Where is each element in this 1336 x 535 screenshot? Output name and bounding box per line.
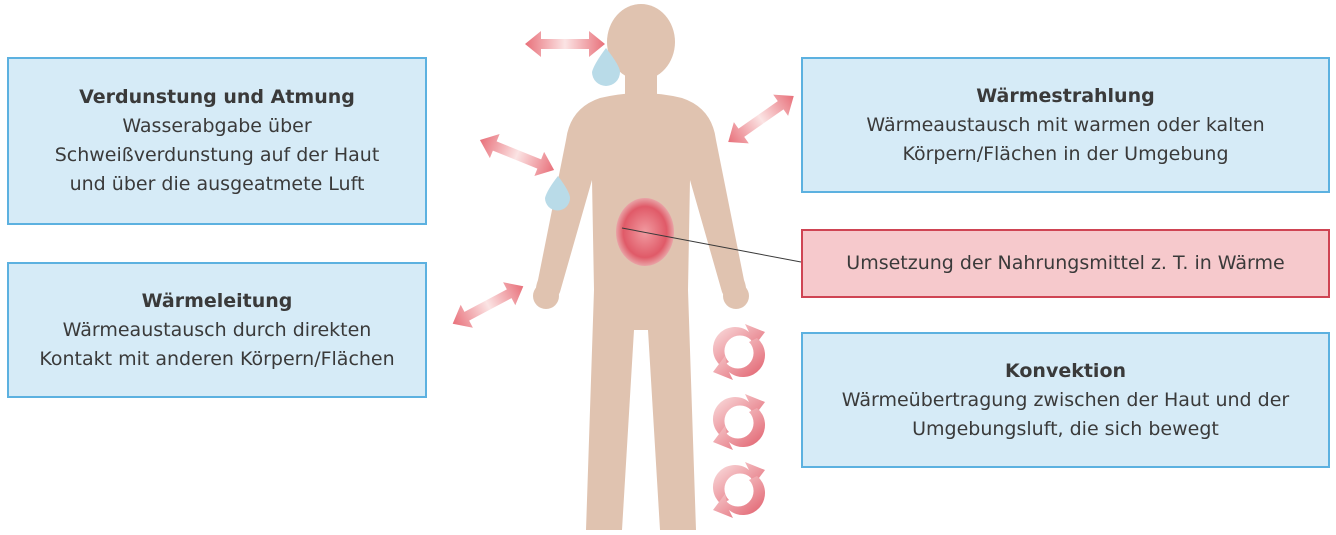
radiation-title: Wärmestrahlung bbox=[803, 82, 1328, 111]
convection-line-2: Umgebungsluft, die sich bewegt bbox=[803, 415, 1328, 444]
metabolism-box: Umsetzung der Nahrungsmittel z. T. in Wä… bbox=[801, 229, 1330, 298]
radiation-line-1: Wärmeaustausch mit warmen oder kalten bbox=[803, 111, 1328, 140]
circular-arrows-icon bbox=[713, 324, 765, 380]
conduction-line-1: Wärmeaustausch durch direkten bbox=[9, 316, 425, 345]
convection-title: Konvektion bbox=[803, 357, 1328, 386]
convection-line-1: Wärmeübertragung zwischen der Haut und d… bbox=[803, 386, 1328, 415]
double-arrow-icon bbox=[525, 31, 605, 57]
human-figure bbox=[533, 4, 749, 530]
double-arrow-icon bbox=[475, 128, 559, 182]
metabolism-text: Umsetzung der Nahrungsmittel z. T. in Wä… bbox=[803, 249, 1328, 278]
conduction-box: Wärmeleitung Wärmeaustausch durch direkt… bbox=[7, 262, 427, 398]
radiation-box: Wärmestrahlung Wärmeaustausch mit warmen… bbox=[801, 57, 1330, 193]
convection-box: Konvektion Wärmeübertragung zwischen der… bbox=[801, 332, 1330, 468]
evaporation-box: Verdunstung und Atmung Wasserabgabe über… bbox=[7, 57, 427, 225]
evaporation-title: Verdunstung und Atmung bbox=[9, 83, 425, 112]
radiation-line-2: Körpern/Flächen in der Umgebung bbox=[803, 140, 1328, 169]
double-arrow-icon bbox=[447, 275, 530, 336]
evaporation-line-3: und über die ausgeatmete Luft bbox=[9, 170, 425, 199]
circular-arrows-icon bbox=[713, 462, 765, 518]
evaporation-line-1: Wasserabgabe über bbox=[9, 112, 425, 141]
circular-arrows-icon bbox=[713, 394, 765, 450]
conduction-title: Wärmeleitung bbox=[9, 287, 425, 316]
conduction-line-2: Kontakt mit anderen Körpern/Flächen bbox=[9, 345, 425, 374]
double-arrow-icon bbox=[721, 85, 801, 152]
evaporation-line-2: Schweißverdunstung auf der Haut bbox=[9, 141, 425, 170]
